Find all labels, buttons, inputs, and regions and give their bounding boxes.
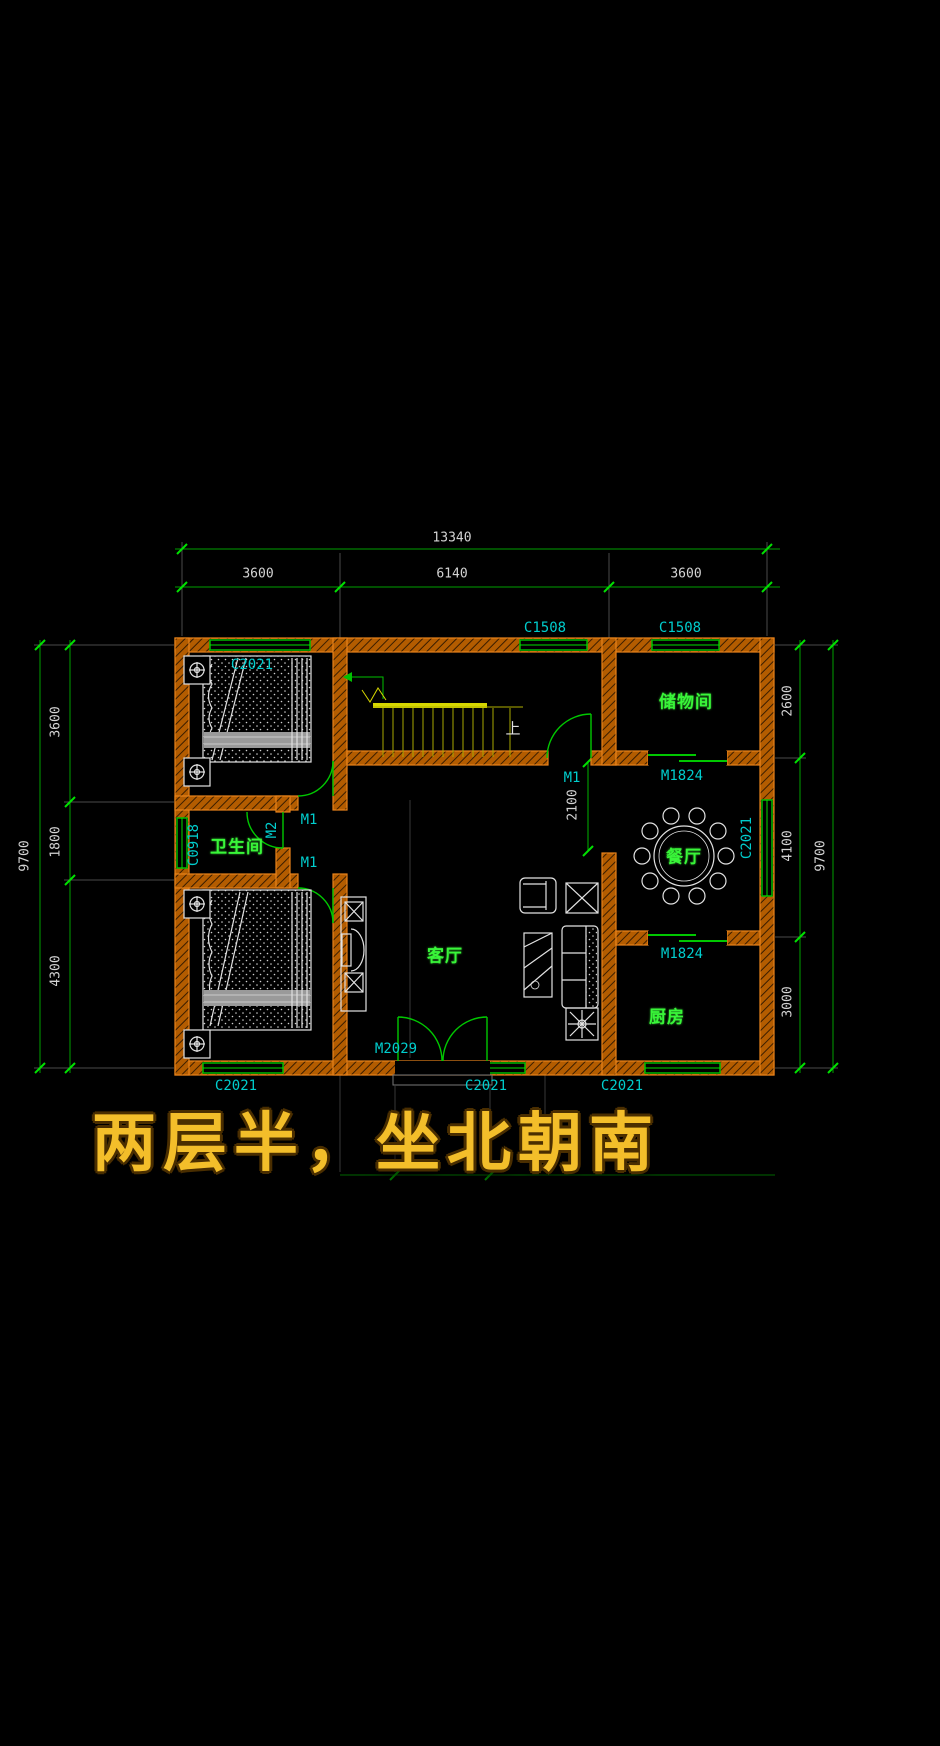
door-label-bathroom: M2: [264, 821, 280, 839]
dim-left-total: 9700: [17, 840, 33, 872]
bed-bedroom2: [183, 889, 312, 1059]
room-label-bathroom: 卫生间: [210, 837, 264, 857]
bed-bedroom1: [183, 655, 312, 787]
door-bathroom: [246, 811, 284, 849]
window-label-bedroom2-bottom: C2021: [214, 1078, 258, 1094]
doors-layer: [246, 713, 727, 1086]
dim-right-seg-1: 2600: [780, 685, 796, 717]
window-bedroom1-top: [209, 639, 311, 651]
dim-top-total: 13340: [432, 530, 472, 546]
dim-left-seg-2: 1800: [48, 826, 64, 858]
room-label-living: 客厅: [427, 946, 463, 966]
tea-table: [523, 932, 553, 998]
dimension-lines: [39, 548, 834, 1176]
room-label-kitchen: 厨房: [649, 1007, 685, 1027]
door-label-bedroom1: M1: [300, 812, 318, 828]
dim-right-seg-3: 3000: [780, 986, 796, 1018]
dim-top-seg-1: 3600: [242, 566, 274, 582]
windows-layer: [176, 639, 773, 1074]
nightstand: [183, 889, 211, 919]
nightstand: [183, 1029, 211, 1059]
window-hall-top: [519, 639, 588, 651]
nightstand: [183, 655, 211, 685]
dim-left-seg-3: 4300: [48, 955, 64, 987]
video-caption-overlay: 两层半，坐北朝南: [92, 1107, 660, 1179]
window-kitchen-bottom: [644, 1062, 721, 1074]
window-storage-top: [651, 639, 720, 651]
window-label-kitchen-bottom: C2021: [600, 1078, 644, 1094]
furniture-layer: [183, 655, 735, 1059]
door-bedroom2: [297, 887, 334, 924]
dim-top-seg-3: 3600: [670, 566, 702, 582]
plant-stand: [565, 1007, 599, 1041]
door-hall: [546, 713, 592, 759]
dim-left-seg-1: 3600: [48, 706, 64, 738]
window-label-living-bottom: C2021: [464, 1078, 508, 1094]
door-label-kitchen: M1824: [660, 946, 704, 962]
stairs-up-label: 上: [505, 720, 521, 738]
nightstand: [183, 757, 211, 787]
door-bedroom1: [297, 760, 334, 797]
dim-right-total: 9700: [813, 840, 829, 872]
armchair: [519, 877, 557, 914]
room-label-storage: 储物间: [659, 692, 713, 712]
door-label-bedroom2: M1: [300, 855, 318, 871]
dim-top-seg-2: 6140: [436, 566, 468, 582]
window-label-dining-right: C2021: [739, 816, 755, 860]
window-bedroom2-bottom: [202, 1062, 284, 1074]
dim-opening-2100: 2100: [565, 789, 581, 821]
door-kitchen-sliding: [648, 931, 727, 945]
door-label-entrance: M2029: [374, 1041, 418, 1057]
side-table: [565, 882, 599, 914]
window-label-hall-top: C1508: [523, 620, 567, 636]
dimension-ticks: [34, 543, 839, 1181]
door-storage-sliding: [648, 751, 727, 765]
tv-cabinet: [340, 896, 367, 1012]
dim-right-seg-2: 4100: [780, 830, 796, 862]
door-label-hall: M1: [563, 770, 581, 786]
sofa: [561, 925, 599, 1009]
door-label-storage: M1824: [660, 768, 704, 784]
axis-extension-lines: [34, 542, 838, 1172]
window-bathroom-left: [176, 817, 188, 869]
window-label-bathroom-left: C0918: [186, 823, 202, 867]
window-label-storage-top: C1508: [658, 620, 702, 636]
room-label-dining: 餐厅: [666, 847, 702, 867]
dining-table: [633, 807, 735, 905]
stairs: [343, 672, 523, 757]
door-entrance-double: [392, 1016, 493, 1086]
window-dining-right: [761, 799, 773, 897]
window-label-bedroom1-top: C2021: [230, 657, 274, 673]
